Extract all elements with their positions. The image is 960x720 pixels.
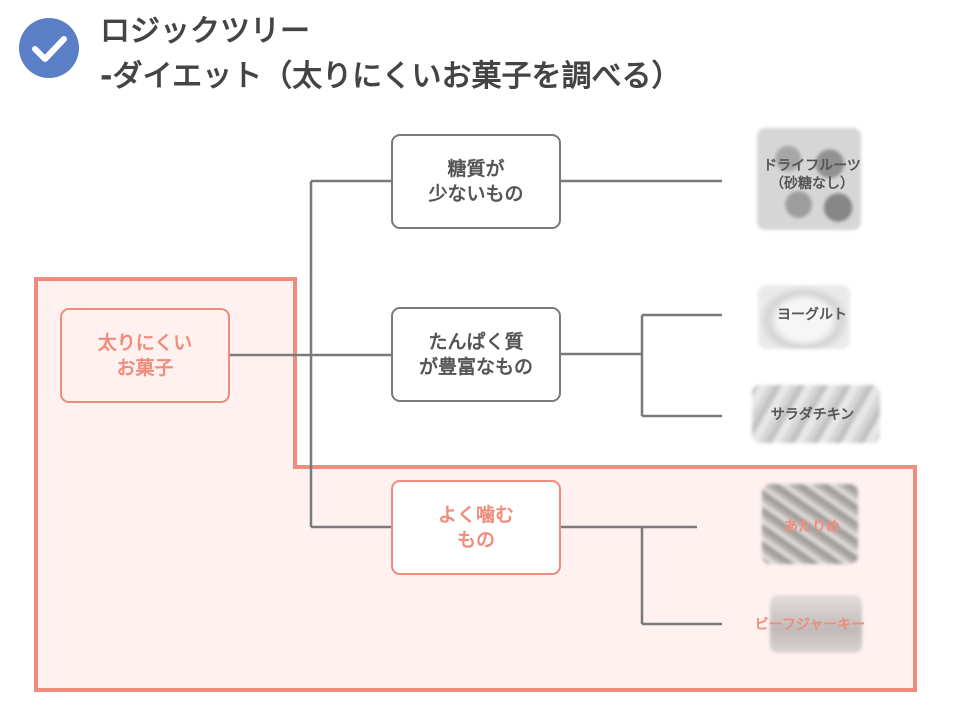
leaf-label-line2: （砂糖なし） — [770, 176, 854, 192]
category-chewy: よく噛む もの — [391, 480, 561, 575]
dried-fruit-photo — [757, 128, 861, 230]
category-high-protein: たんぱく質 が豊富なもの — [391, 307, 561, 402]
atarime-photo — [762, 484, 858, 564]
leaf-label-line1: ドライフルーツ — [763, 158, 861, 174]
leaf-label: サラダチキン — [770, 407, 855, 423]
category-label-line2: が豊富なもの — [418, 355, 533, 378]
root-label-line1: 太りにくい — [97, 331, 193, 354]
category-label-line1: 糖質が — [447, 157, 505, 180]
page-title-line1: ロジックツリー — [100, 14, 310, 49]
leaf-salad-chicken: サラダチキン — [745, 400, 880, 430]
leaf-label: ビーフジャーキー — [754, 617, 866, 633]
root-node: 太りにくい お菓子 — [60, 308, 230, 403]
yogurt-photo — [758, 285, 850, 349]
check-circle-icon — [19, 18, 79, 78]
category-label-line1: たんぱく質 — [428, 330, 524, 353]
page-title-line2: -ダイエット（太りにくいお菓子を調べる） — [100, 59, 682, 94]
category-label-line1: よく噛む — [437, 503, 514, 526]
category-label-line2: もの — [456, 528, 495, 551]
leaf-yogurt: ヨーグルト — [752, 300, 872, 330]
leaf-beef-jerky: ビーフジャーキー — [740, 610, 880, 640]
category-label-line2: 少ないもの — [428, 182, 524, 205]
category-low-sugar: 糖質が 少ないもの — [391, 134, 561, 229]
leaf-atarime: あたりめ — [752, 512, 872, 542]
leaf-label: あたりめ — [784, 519, 840, 535]
beef-jerky-photo — [770, 595, 862, 653]
leaf-label: ヨーグルト — [777, 307, 847, 323]
root-label-line2: お菓子 — [116, 356, 174, 379]
leaf-dried-fruit: ドライフルーツ （砂糖なし） — [752, 150, 872, 200]
salad-chicken-photo — [752, 385, 880, 443]
